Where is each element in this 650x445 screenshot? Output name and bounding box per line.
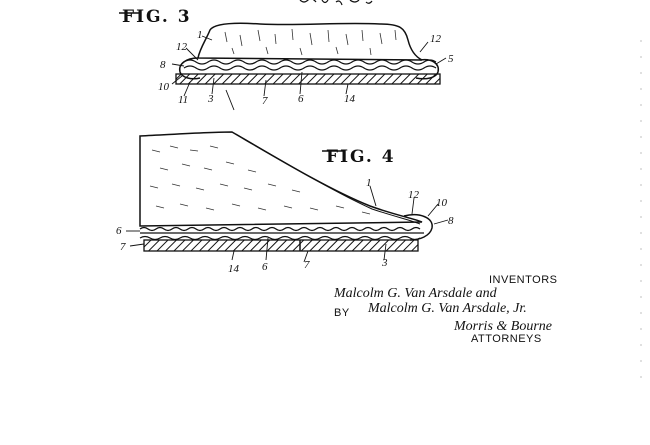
fig4-label-7-left: 7 <box>120 241 126 253</box>
fig3-leader-lines <box>171 35 447 111</box>
attorney-signature: Morris & Bourne <box>453 319 552 334</box>
fig4-right-wrap <box>403 214 433 241</box>
inventor-signature-1: Malcolm G. Van Arsdale and <box>333 286 498 301</box>
fig4-leader-lines <box>126 185 449 263</box>
fig3-label-5: 5 <box>448 53 454 65</box>
fig4-cover-curve-inner <box>235 133 421 225</box>
fig4-label-10: 10 <box>436 197 448 209</box>
fig3-label-12-right: 12 <box>430 33 442 45</box>
fig4-label-1: 1 <box>366 177 372 189</box>
fig3-label-12-left: 12 <box>176 41 188 53</box>
fig3-label-7: 7 <box>262 95 268 107</box>
fig4-label-12: 12 <box>408 189 420 201</box>
fig4-label-14: 14 <box>228 263 240 275</box>
fig4-label-8: 8 <box>448 215 454 227</box>
figure-4-title: FIG. 4 <box>326 147 396 167</box>
figure-3-title: FIG. 3 <box>122 7 192 27</box>
figure-4: FIG. 4 <box>116 131 454 275</box>
fig3-stipple <box>224 28 397 56</box>
attorneys-label: ATTORNEYS <box>471 333 542 345</box>
cropped-handwriting <box>299 0 373 6</box>
fig3-base-hatched <box>175 73 441 85</box>
fig4-label-6-left: 6 <box>116 225 122 237</box>
fig3-label-8: 8 <box>160 59 166 71</box>
inventor-signature-2: Malcolm G. Van Arsdale, Jr. <box>367 301 527 316</box>
figure-3: FIG. 3 <box>119 7 454 111</box>
by-label: BY <box>334 307 350 319</box>
inventors-block: INVENTORS Malcolm G. Van Arsdale and BY … <box>333 274 557 345</box>
fig3-label-3: 3 <box>207 93 214 105</box>
fig4-stipple <box>149 145 371 215</box>
fig3-label-6: 6 <box>298 93 304 105</box>
fig4-base-hatched <box>143 239 419 252</box>
fig4-label-6-bottom: 6 <box>262 261 268 273</box>
inventors-heading: INVENTORS <box>489 274 557 286</box>
fig4-label-3: 3 <box>381 257 388 269</box>
fig3-layer-wave-top <box>183 59 437 65</box>
fig3-label-10: 10 <box>158 81 170 93</box>
fig4-label-7-bottom: 7 <box>304 259 310 271</box>
fig3-label-1: 1 <box>197 29 203 41</box>
fig4-chain-layer <box>139 226 421 232</box>
fig3-layer-wave-bottom <box>183 65 437 71</box>
fig4-wave-layer <box>139 235 421 241</box>
fig3-label-11: 11 <box>178 94 188 106</box>
fig3-label-14: 14 <box>344 93 356 105</box>
fig3-upper-body <box>197 22 423 61</box>
